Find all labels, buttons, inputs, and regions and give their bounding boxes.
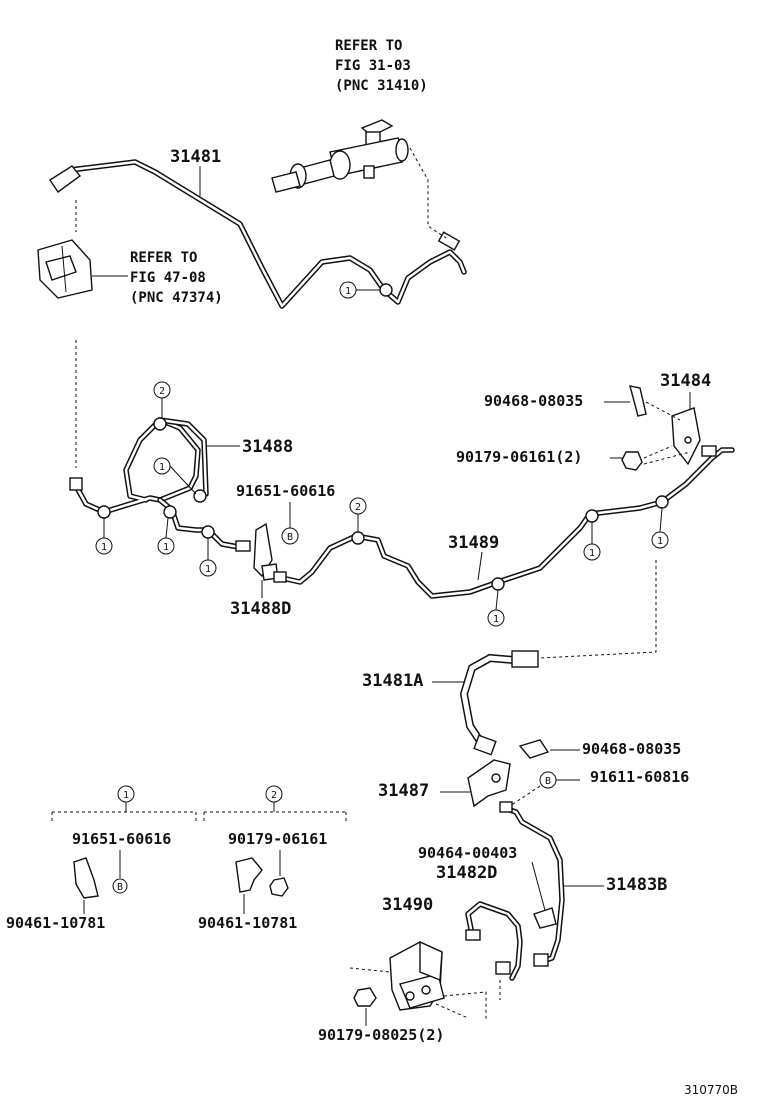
pedal-bracket-icon (37, 239, 93, 299)
label-31489: 31489 (448, 533, 499, 553)
label-31484: 31484 (660, 371, 711, 391)
ref-mc-line2: FIG 31-03 (335, 58, 411, 74)
callout-1-c: 1 (101, 542, 107, 553)
callout-b-mid: B (545, 776, 551, 787)
callout-2-a: 2 (159, 386, 165, 397)
clamp-90464-icon (533, 907, 557, 929)
label-31481: 31481 (170, 147, 221, 167)
label-91651-top: 91651-60616 (236, 482, 335, 500)
ref-mc-line3: (PNC 31410) (335, 78, 428, 94)
ref-pb-line2: FIG 47-08 (130, 270, 206, 286)
callout-b-top: B (287, 532, 293, 543)
legend-mark-b: B (117, 882, 123, 893)
label-31488: 31488 (242, 437, 293, 457)
label-90468-top: 90468-08035 (484, 392, 583, 410)
figure-code: 310770B (684, 1083, 738, 1097)
label-91611: 91611-60816 (590, 768, 689, 786)
bracket-31484-icon (629, 385, 701, 466)
hose-31481a (459, 650, 539, 756)
legend: 1 91651-60616 B 90461-10781 2 90179-0616… (6, 785, 347, 932)
nut-90179-08025-icon (353, 987, 377, 1007)
ref-mc-line1: REFER TO (335, 38, 402, 54)
callout-1-f: 1 (493, 614, 499, 625)
ref-pb-line1: REFER TO (130, 250, 197, 266)
label-31488d: 31488D (230, 599, 291, 619)
callout-1-d: 1 (163, 542, 169, 553)
callout-2-b: 2 (355, 502, 361, 513)
label-31481a: 31481A (362, 671, 423, 691)
callout-1-top: 1 (345, 286, 351, 297)
bracket-31487-icon (467, 759, 511, 808)
legend-g2-part-b: 90461-10781 (198, 914, 297, 932)
label-31490: 31490 (382, 895, 433, 915)
pipe-31488 (69, 417, 251, 552)
callout-1-b: 1 (159, 462, 165, 473)
valve-actuator-icon (389, 940, 445, 1011)
legend-key-2: 2 (271, 790, 277, 801)
label-31482d: 31482D (436, 863, 497, 883)
legend-g1-part-b: 90461-10781 (6, 914, 105, 932)
callout-1-g: 1 (589, 548, 595, 559)
pipe-31483b (499, 801, 565, 967)
legend-clip2-icon (235, 857, 289, 897)
master-cylinder-icon (271, 119, 409, 193)
callout-1-h: 1 (657, 536, 663, 547)
callout-1-e: 1 (205, 564, 211, 575)
clip-icon (518, 739, 550, 759)
pipe-31481 (49, 159, 467, 309)
pipe-31490 (465, 901, 523, 981)
label-90179-08025: 90179-08025(2) (318, 1026, 444, 1044)
nut-icon (621, 451, 643, 471)
ref-pb-line3: (PNC 47374) (130, 290, 223, 306)
legend-key-1: 1 (123, 790, 129, 801)
label-90464: 90464-00403 (418, 844, 517, 862)
pipe-31489 (273, 445, 735, 599)
legend-g2-part-a: 90179-06161 (228, 830, 327, 848)
label-90179-06161-2: 90179-06161(2) (456, 448, 582, 466)
legend-clip-icon (73, 857, 99, 899)
label-31487: 31487 (378, 781, 429, 801)
label-90468-mid: 90468-08035 (582, 740, 681, 758)
legend-g1-part-a: 91651-60616 (72, 830, 171, 848)
label-31483b: 31483B (606, 875, 667, 895)
